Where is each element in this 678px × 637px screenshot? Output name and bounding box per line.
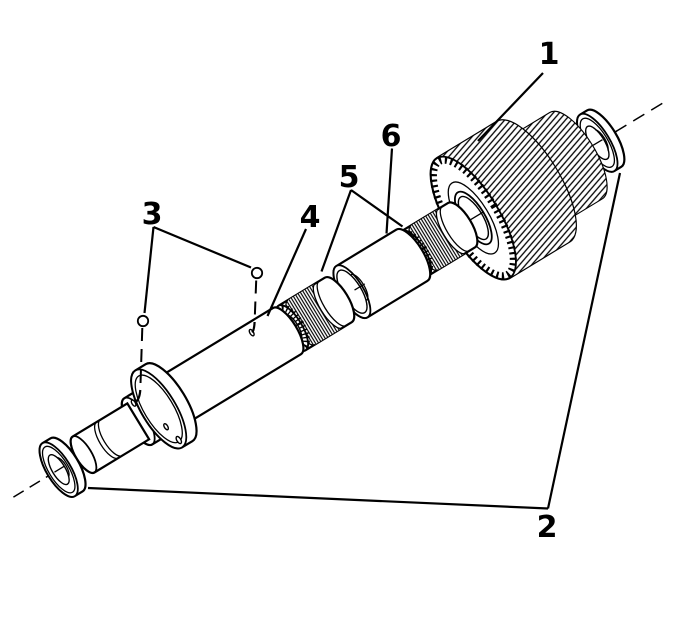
callout-label-1: 1 — [539, 37, 560, 72]
leader-line-1 — [477, 72, 544, 142]
callout-5: 5 — [320, 160, 404, 272]
callout-label-6: 6 — [381, 119, 402, 154]
leader-line-5-left — [320, 189, 353, 272]
callout-label-2: 2 — [537, 510, 558, 545]
callout-label-3: 3 — [142, 197, 163, 232]
check-balls-group — [134, 266, 264, 404]
callout-1: 1 — [477, 37, 560, 142]
leader-line-2-left — [87, 486, 549, 510]
leader-line-3-right — [153, 225, 252, 269]
callout-3: 3 — [142, 197, 252, 314]
check-ball-right — [250, 266, 264, 280]
flange-hole-upper — [163, 422, 170, 431]
flange-hole-lower — [175, 435, 183, 445]
leader-line-4 — [266, 228, 308, 317]
check-ball-left — [136, 314, 150, 328]
leader-line-3-left — [143, 226, 155, 314]
leader-line-5-right — [350, 189, 404, 228]
callout-2: 2 — [87, 172, 622, 545]
output-shaft-drawing — [69, 306, 305, 475]
shaft-assembly-axis-group — [13, 100, 667, 498]
callout-label-5: 5 — [339, 160, 360, 195]
thrust-washer-left-drawing — [38, 436, 87, 498]
leader-line-2-right — [546, 172, 622, 509]
callout-4: 4 — [266, 200, 321, 317]
callout-label-4: 4 — [300, 200, 321, 235]
shaft-flange-drawing — [130, 362, 198, 450]
callout-6: 6 — [381, 119, 402, 234]
leader-line-6 — [385, 148, 394, 234]
